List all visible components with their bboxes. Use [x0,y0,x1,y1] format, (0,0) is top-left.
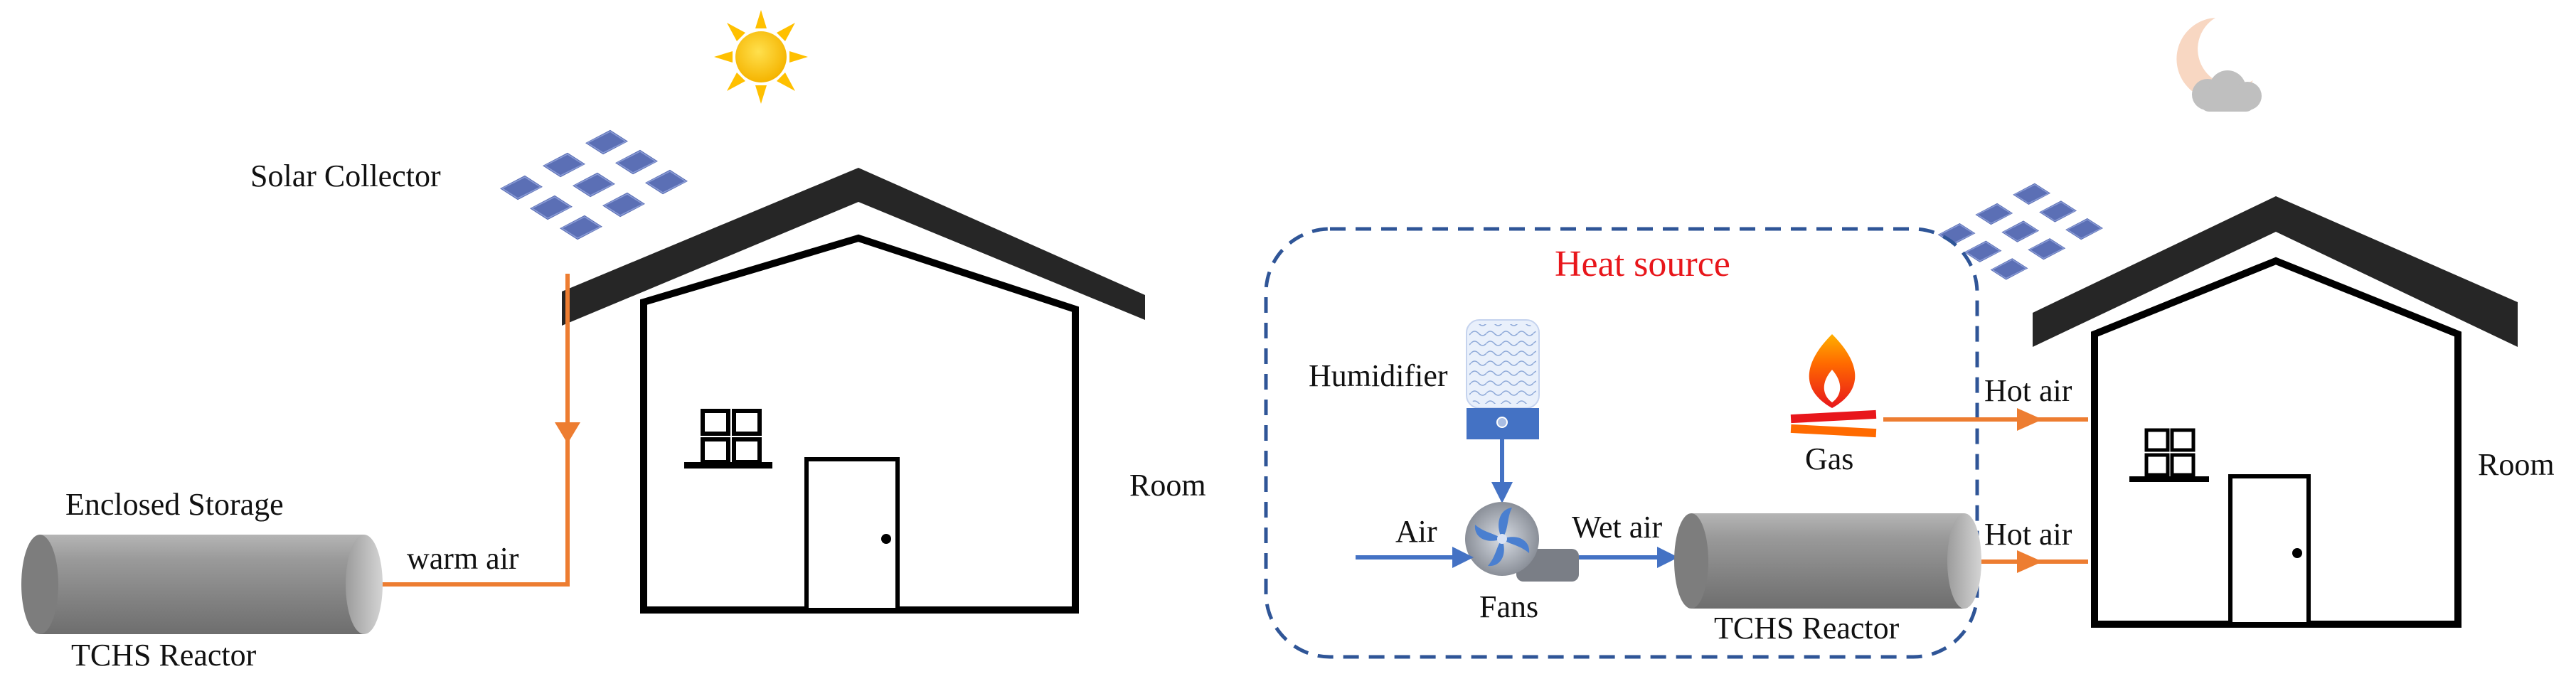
window-icon [2129,428,2209,482]
hot-air-top-label: Hot air [1984,373,2072,408]
moon-cloud-icon [2176,18,2262,112]
solar-collector-panels [496,127,691,242]
door-icon [804,457,900,612]
hot-air-top-arrow [2017,408,2043,431]
room-right-label: Room [2478,447,2555,482]
heat-source-box [1264,227,1979,659]
sun-icon [714,10,808,104]
door-icon [2228,474,2311,626]
hot-air-bottom-label: Hot air [1984,517,2072,552]
tchs-reactor-left [21,535,383,634]
tchs-reactor-right-label: TCHS Reactor [1714,611,1900,646]
warm-air-arrow [555,422,580,444]
tchs-reactor-right [1674,513,1981,609]
solar-collector-label: Solar Collector [250,159,441,193]
gas-label: Gas [1805,441,1853,476]
hot-air-bottom-arrow [2017,550,2043,573]
fans-label: Fans [1479,589,1538,624]
enclosed-storage-label: Enclosed Storage [65,487,284,522]
humidifier-label: Humidifier [1309,358,1448,393]
solar-collector-panels-right [1934,181,2106,282]
fan-icon [1465,502,1579,582]
heat-source-title: Heat source [1555,244,1730,284]
house-right [2033,196,2518,628]
room-left-label: Room [1129,468,1206,503]
air-label: Air [1395,514,1437,549]
wet-air-label: Wet air [1572,510,1663,545]
tchs-reactor-left-label: TCHS Reactor [71,638,257,673]
flame-icon [1790,334,1877,438]
warm-air-pipe [377,274,570,587]
warm-air-label: warm air [407,541,519,576]
house-left [562,168,1145,614]
window-icon [684,409,772,469]
humidifier-icon [1466,319,1540,439]
